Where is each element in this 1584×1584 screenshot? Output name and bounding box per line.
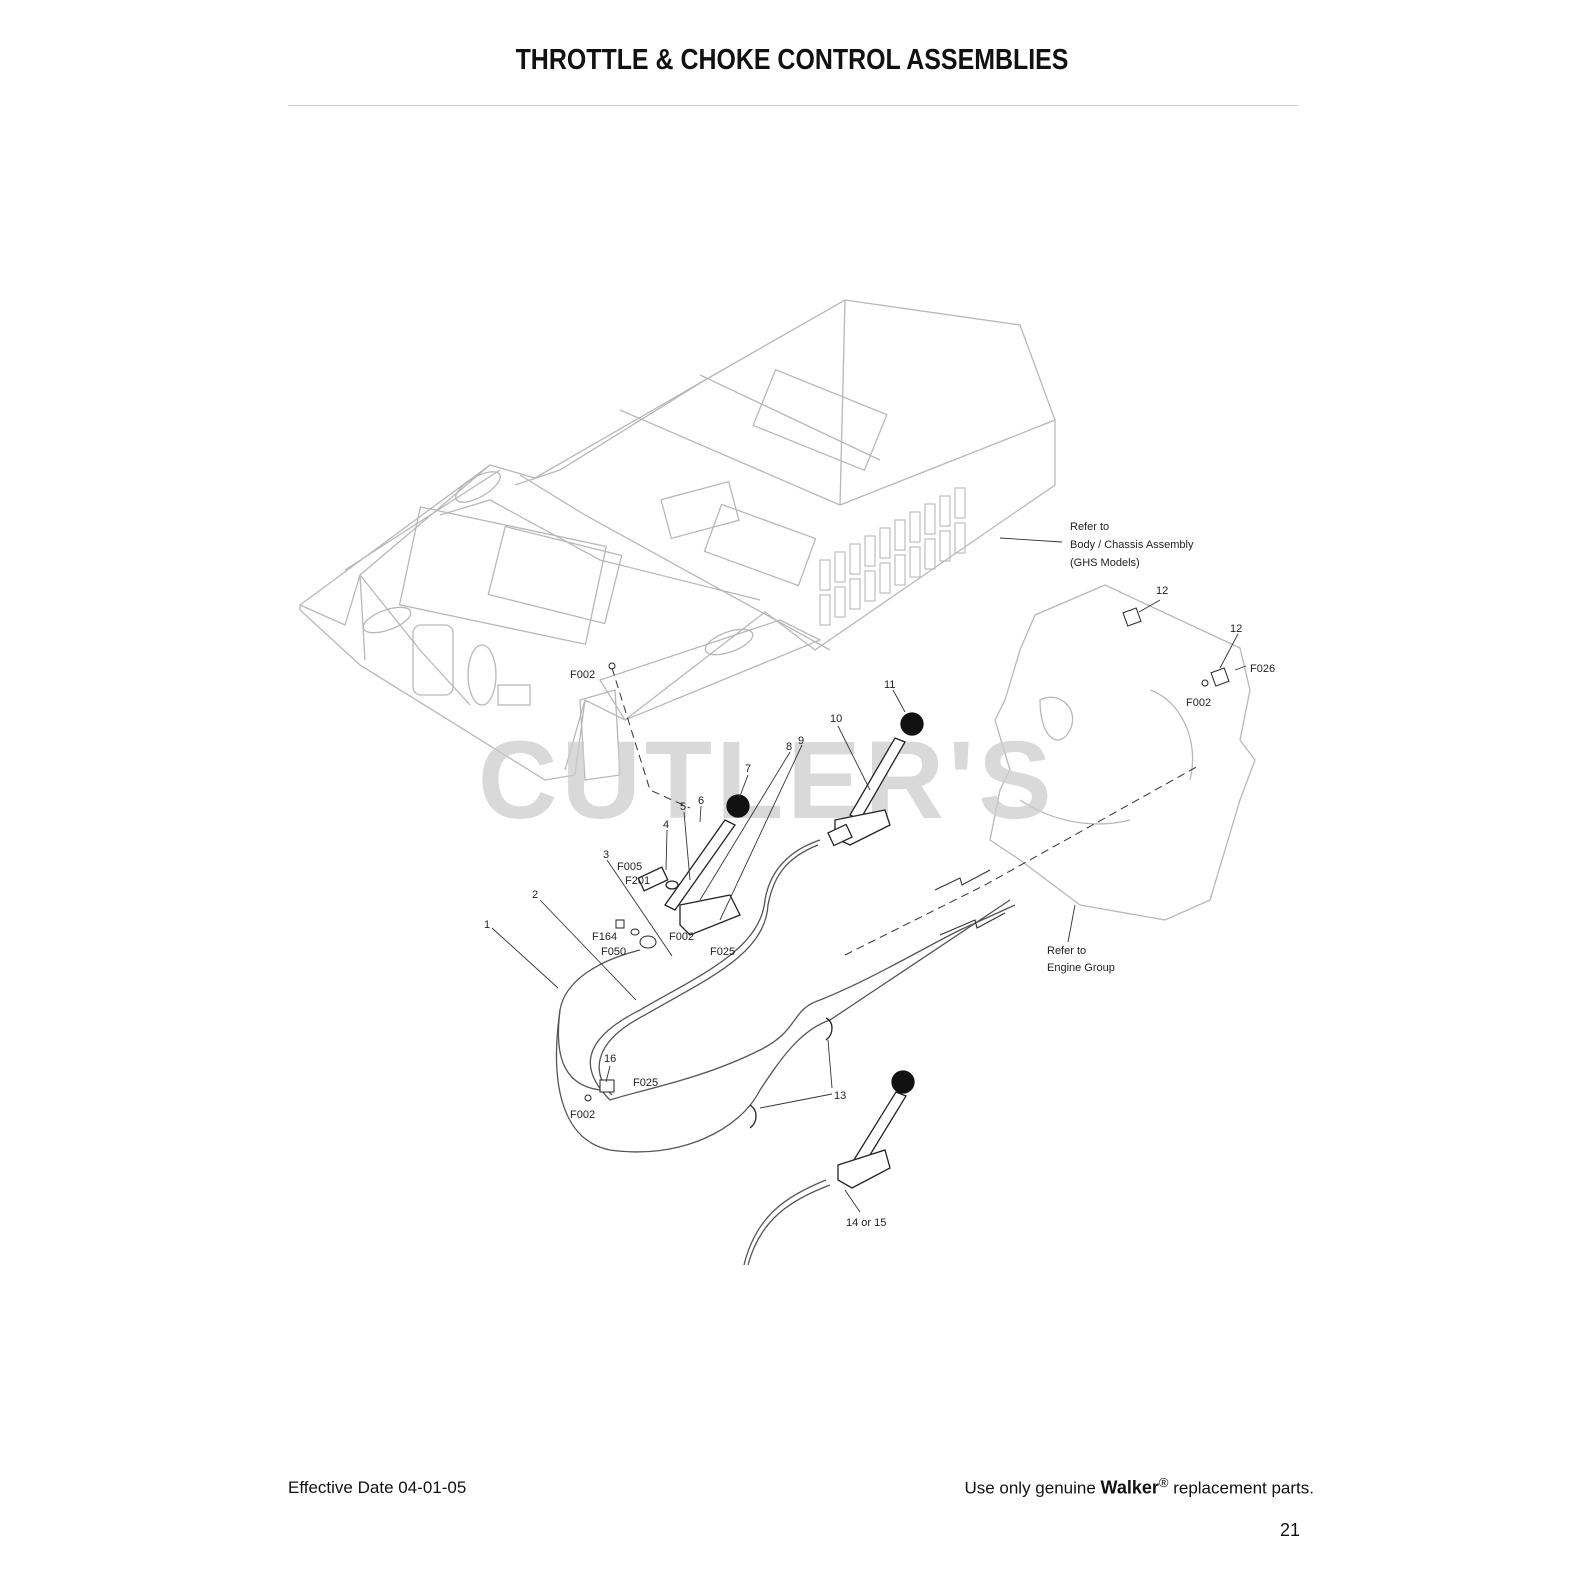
cable-clips-13	[749, 1017, 833, 1129]
page-title: THROTTLE & CHOKE CONTROL ASSEMBLIES	[515, 44, 1069, 76]
chassis-outline	[299, 299, 1056, 781]
engine-outline	[989, 584, 1256, 921]
callout-4: 4	[663, 819, 669, 831]
brand-name: Walker	[1100, 1477, 1159, 1498]
callout-16: 16	[604, 1053, 616, 1065]
callout-12-right: 12	[1230, 623, 1242, 635]
callout-f002-mid: F002	[669, 931, 694, 943]
notice-suffix: replacement parts.	[1168, 1478, 1314, 1498]
cables	[555, 839, 1016, 1266]
engine-note-line1: Refer to	[1047, 945, 1086, 957]
body-note-line1: Refer to	[1070, 521, 1109, 533]
reference-dashes	[611, 667, 1201, 956]
watermark: CUTLER'S	[478, 719, 1056, 842]
genuine-parts-notice: Use only genuine Walker® replacement par…	[964, 1475, 1314, 1499]
callout-f026: F026	[1250, 663, 1275, 675]
callout-9: 9	[798, 735, 804, 747]
callout-labels: 1 2 3 4 5 6 7 8 9 10 11 12 12 13 14 or 1…	[484, 585, 1275, 1229]
callout-f002-top: F002	[570, 669, 595, 681]
callout-7: 7	[745, 763, 751, 775]
page-number: 21	[1280, 1520, 1301, 1540]
body-note-line2: Body / Chassis Assembly	[1070, 539, 1194, 551]
callout-14-or-15: 14 or 15	[846, 1217, 886, 1229]
small-hardware	[584, 607, 1230, 1102]
callout-11: 11	[884, 679, 895, 691]
callout-f002-right: F002	[1186, 697, 1211, 709]
engine-note-line2: Engine Group	[1047, 962, 1115, 974]
callout-f025-low: F025	[633, 1077, 658, 1089]
callout-6: 6	[698, 795, 704, 807]
title-divider	[288, 105, 1298, 106]
callout-f201: F201	[625, 875, 650, 887]
callout-13: 13	[834, 1090, 846, 1102]
callout-3: 3	[603, 849, 609, 861]
registered-mark: ®	[1158, 1475, 1169, 1490]
callout-f002-low: F002	[570, 1109, 595, 1121]
callout-12-top: 12	[1156, 585, 1168, 597]
cable-breaks	[934, 869, 1006, 936]
callout-5: 5	[680, 801, 686, 813]
choke-lever-6	[637, 794, 750, 936]
notice-prefix: Use only genuine	[964, 1478, 1101, 1498]
effective-date: Effective Date 04-01-05	[288, 1478, 467, 1497]
callout-f005: F005	[617, 861, 642, 873]
callout-f164: F164	[592, 931, 617, 943]
callout-f050: F050	[601, 946, 626, 958]
leader-lines	[491, 537, 1247, 1213]
callout-10: 10	[830, 713, 842, 725]
throttle-lever-10	[827, 712, 924, 847]
reference-notes: Refer to Body / Chassis Assembly (GHS Mo…	[1047, 521, 1194, 974]
callout-1: 1	[484, 919, 490, 931]
chassis-louvers	[819, 487, 966, 626]
callout-8: 8	[786, 741, 792, 753]
lever-14-or-15	[837, 1070, 915, 1189]
callout-2: 2	[532, 889, 538, 901]
body-note-line3: (GHS Models)	[1070, 557, 1140, 569]
callout-f025-mid: F025	[710, 946, 735, 958]
